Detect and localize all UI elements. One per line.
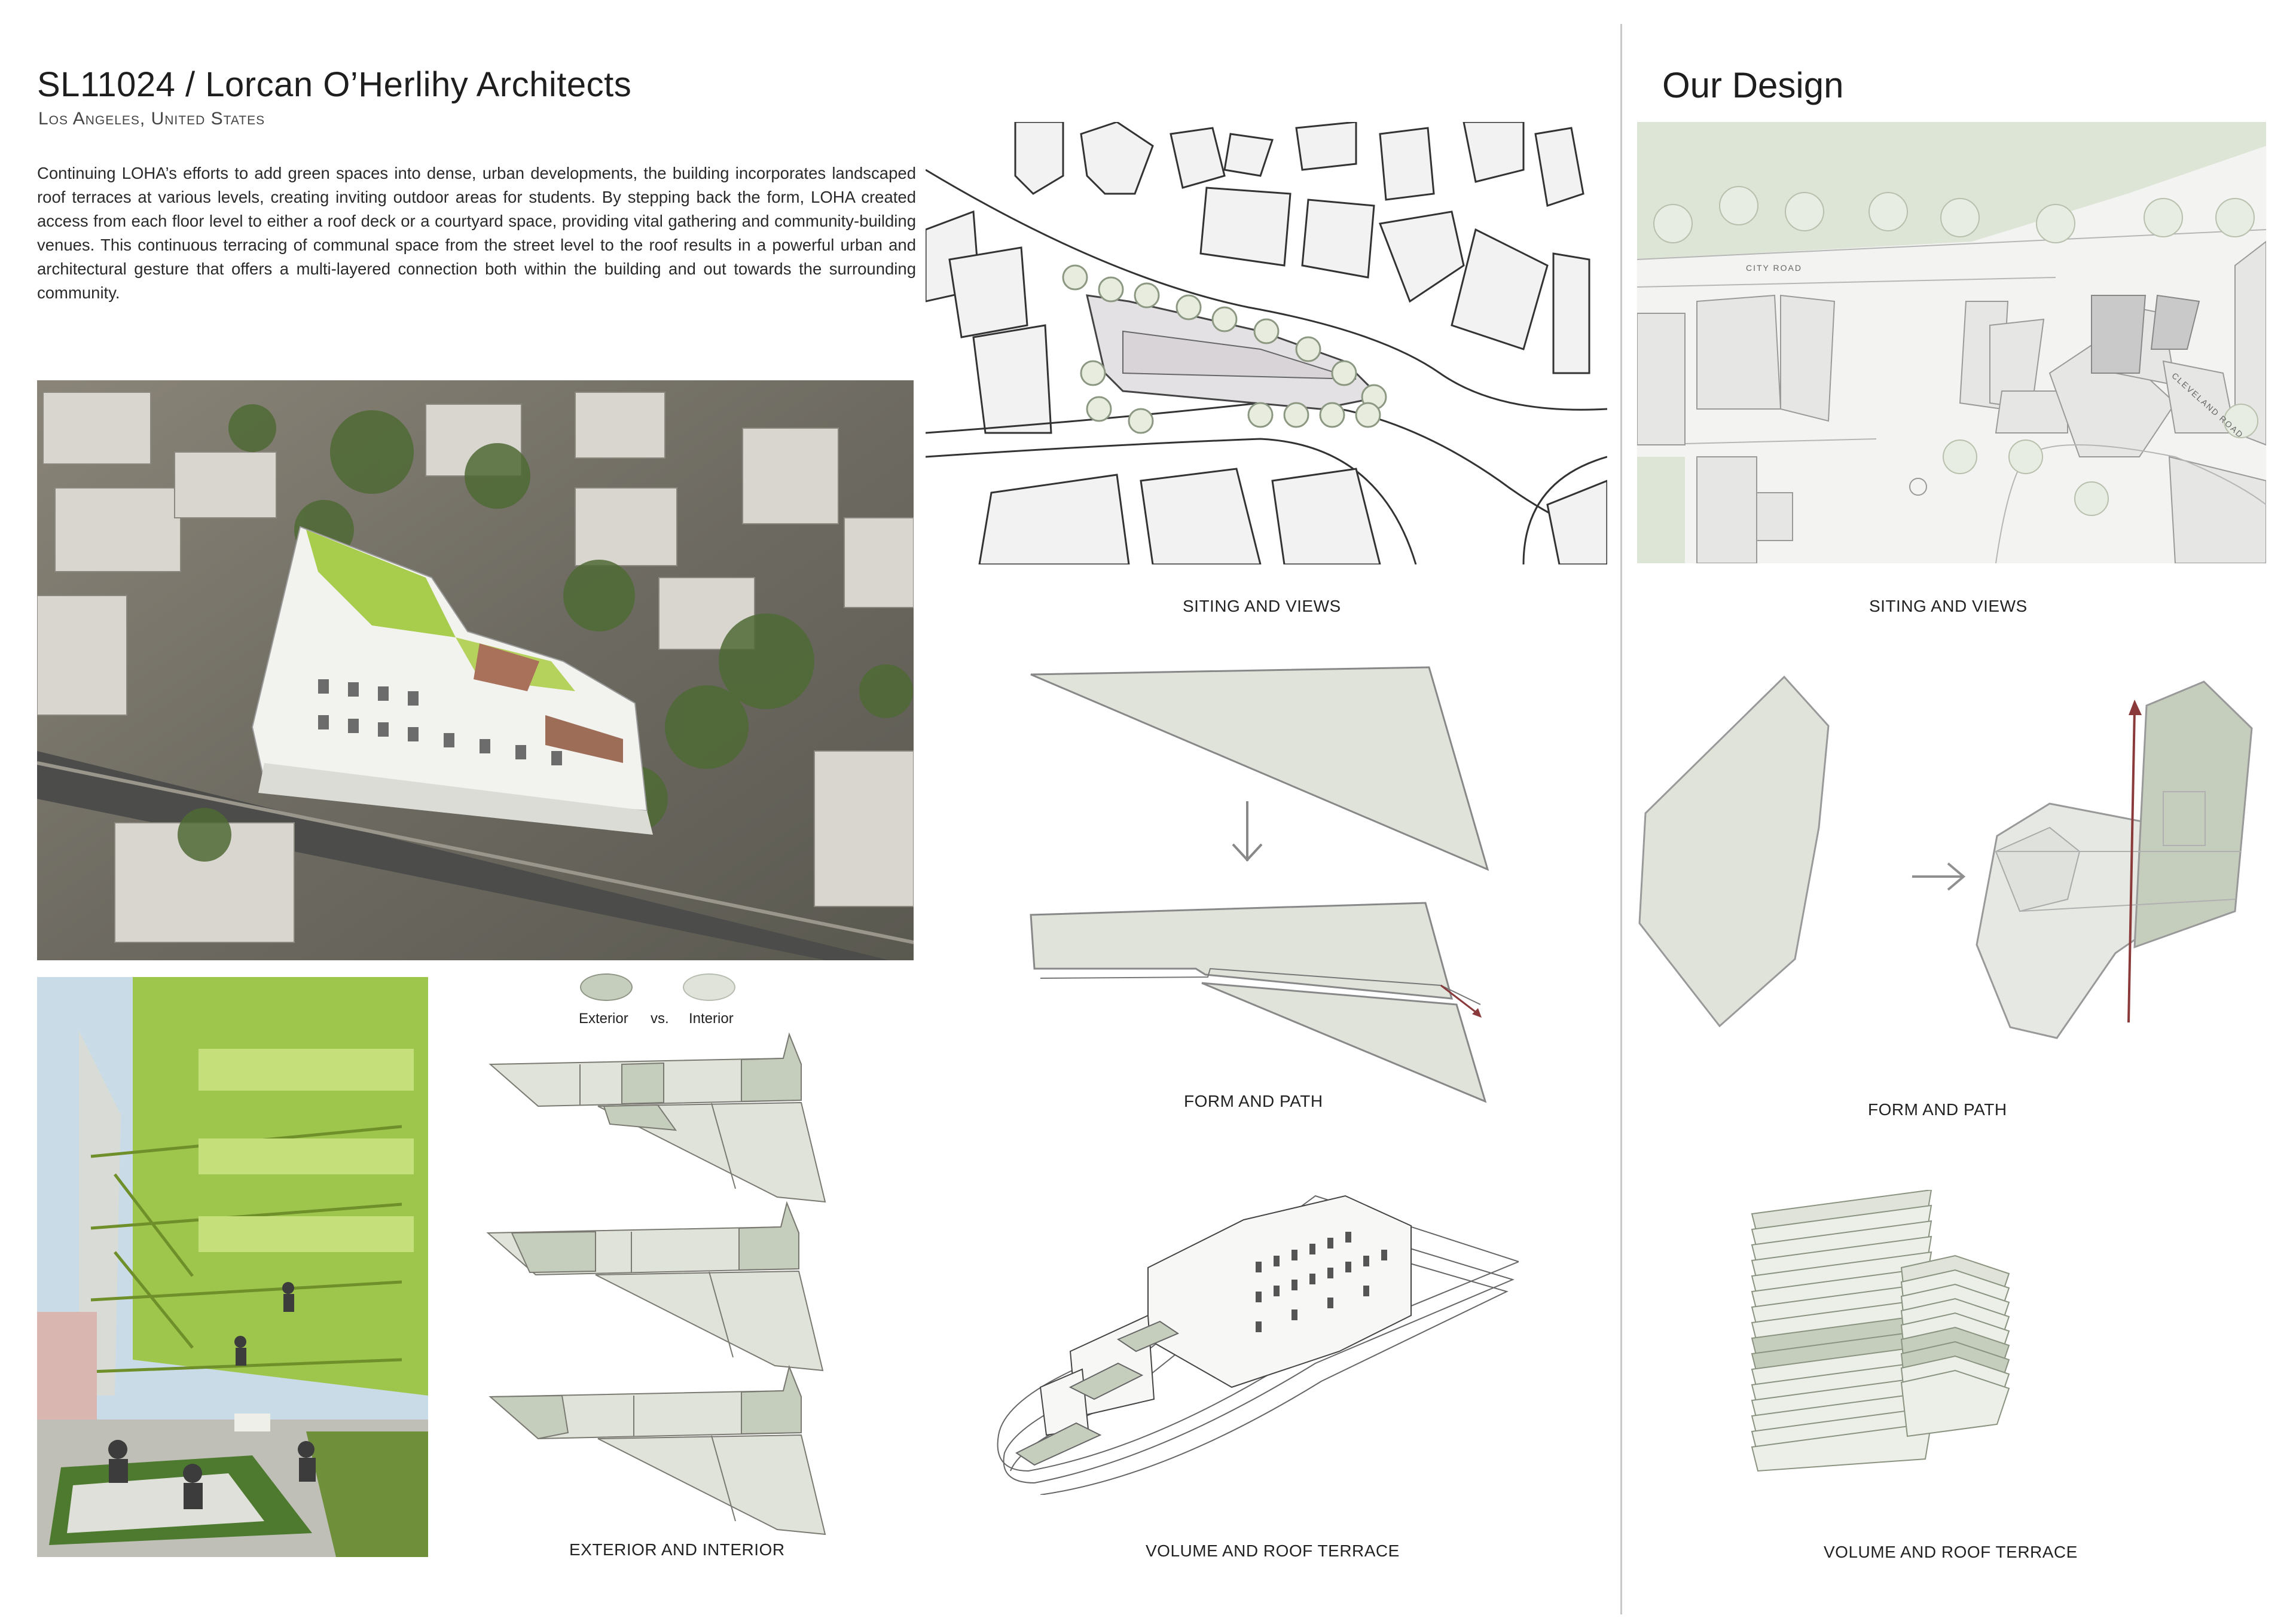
form-and-path-left	[1016, 658, 1513, 1112]
caption-volume-right: VOLUME AND ROOF TERRACE	[1824, 1543, 2078, 1561]
courtyard-photo	[37, 977, 428, 1557]
volume-roof-terrace-left	[981, 1172, 1519, 1495]
description-paragraph: Continuing LOHA’s efforts to add green s…	[37, 164, 916, 302]
caption-form-right: FORM AND PATH	[1868, 1100, 2007, 1119]
form-and-path-right	[1637, 672, 2265, 1043]
legend-exterior-label: Exterior	[579, 1011, 628, 1027]
vertical-divider	[1620, 24, 1622, 1614]
legend-exterior-swatch	[580, 973, 633, 1001]
page-title: SL11024 / Lorcan O’Herlihy Architects	[37, 65, 632, 104]
caption-siting-right: SITING AND VIEWS	[1869, 597, 2028, 615]
map-label-city-road: CITY ROAD	[1746, 263, 1802, 273]
legend-vs-label: vs.	[651, 1011, 669, 1027]
page-subtitle-location: Los Angeles, United States	[38, 109, 265, 129]
volume-roof-terrace-right	[1746, 1190, 2105, 1501]
site-plan-right	[1637, 122, 2266, 563]
legend-interior-swatch	[683, 973, 735, 1001]
site-plan-left	[926, 122, 1607, 564]
our-design-title: Our Design	[1662, 65, 1844, 105]
caption-form-left: FORM AND PATH	[1184, 1092, 1323, 1110]
caption-exterior-interior: EXTERIOR AND INTERIOR	[569, 1540, 785, 1559]
exterior-interior-diagrams	[478, 1028, 849, 1543]
caption-volume-left: VOLUME AND ROOF TERRACE	[1146, 1541, 1400, 1560]
legend-interior-label: Interior	[689, 1011, 734, 1027]
aerial-photo	[37, 380, 914, 960]
caption-siting-left: SITING AND VIEWS	[1183, 597, 1341, 615]
